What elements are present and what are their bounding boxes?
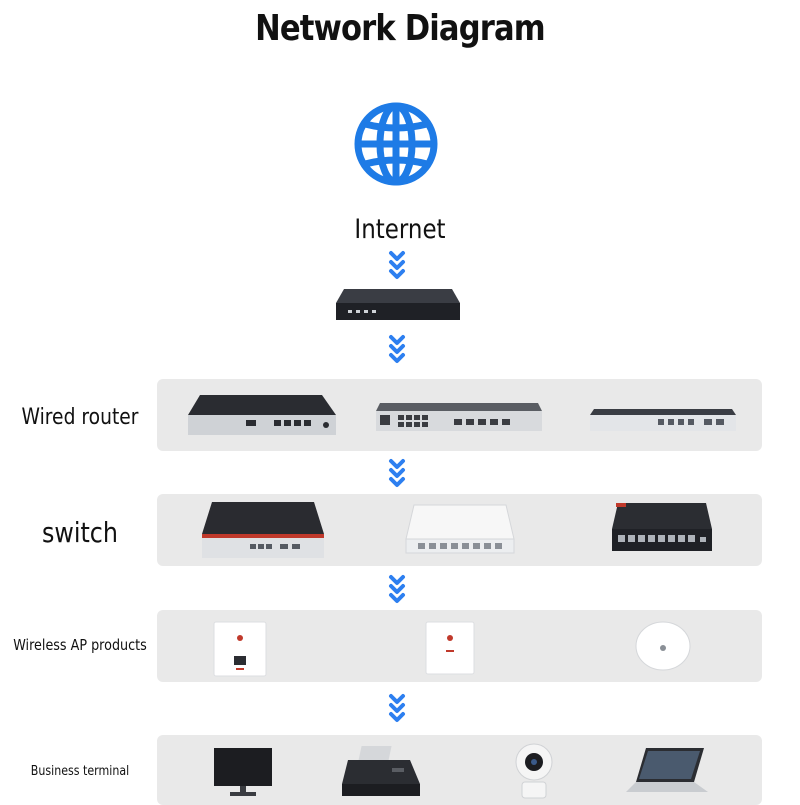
switch-device-3 [612, 503, 712, 551]
ap-device-1 [213, 621, 267, 677]
double-chevron-down-icon [389, 575, 405, 603]
laptop-device [626, 748, 708, 792]
internet-label: Internet [354, 214, 446, 245]
modem-device [336, 289, 460, 320]
double-chevron-down-icon [389, 694, 405, 722]
printer-device [342, 746, 420, 796]
page-title: Network Diagram [255, 8, 546, 49]
camera-device [515, 743, 553, 799]
double-chevron-down-icon [389, 251, 405, 279]
double-chevron-down-icon [389, 459, 405, 487]
row-label-wired-router: Wired router [21, 405, 139, 430]
row-label-wireless-ap: Wireless AP products [13, 636, 147, 654]
ap-device-3 [635, 621, 691, 671]
switch-device-1 [202, 502, 324, 558]
double-chevron-down-icon [389, 335, 405, 363]
router-device-1 [188, 395, 336, 435]
ap-device-2 [425, 621, 475, 675]
row-label-business-terminal: Business terminal [30, 764, 130, 779]
row-label-switch: switch [42, 516, 118, 549]
globe-icon [354, 102, 438, 186]
router-device-3 [590, 409, 736, 431]
monitor-device [214, 748, 272, 796]
router-device-2 [376, 403, 542, 431]
switch-device-2 [405, 504, 515, 554]
